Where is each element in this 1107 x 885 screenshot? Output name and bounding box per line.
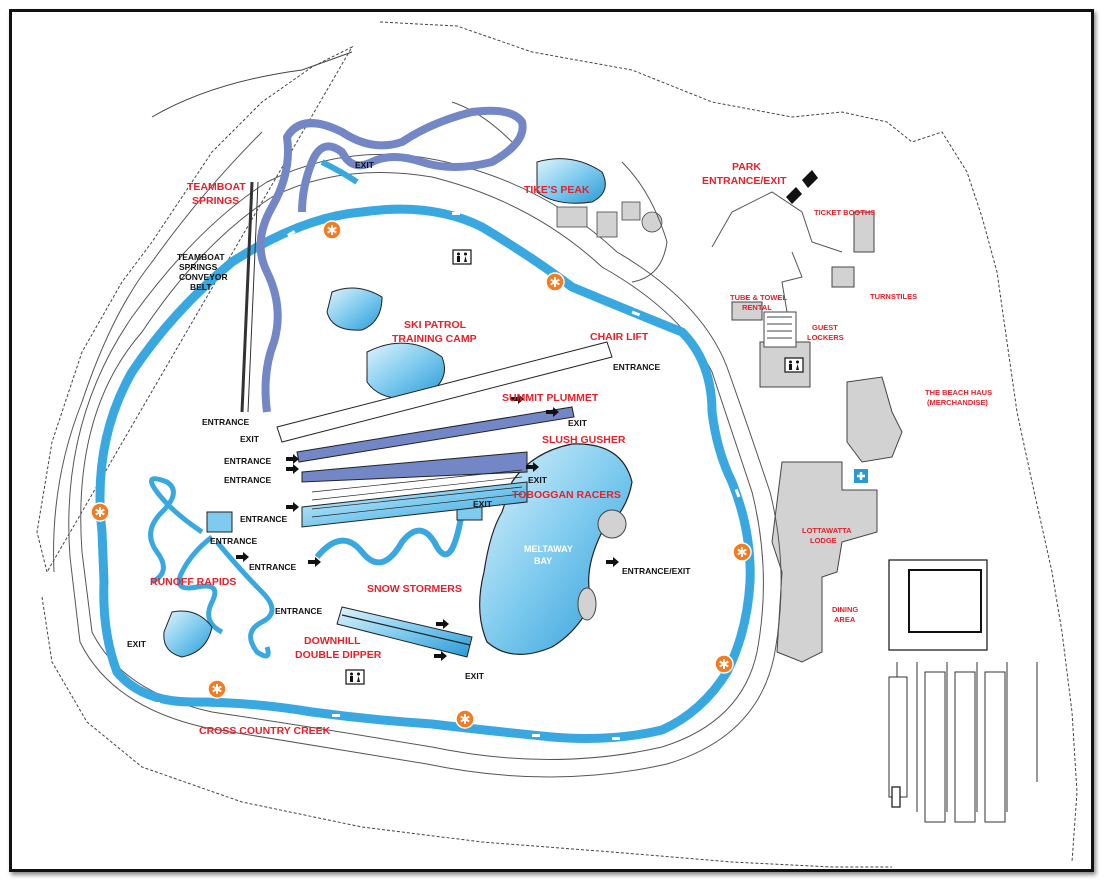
svg-text:EXIT: EXIT — [465, 671, 485, 681]
labels: TEAMBOAT SPRINGS TEAMBOAT SPRINGS CONVEY… — [150, 161, 992, 737]
ski-patrol-pool — [326, 287, 383, 331]
svg-text:ENTRANCE/EXIT: ENTRANCE/EXIT — [702, 175, 787, 187]
buildings — [731, 211, 903, 663]
park-map: TEAMBOAT SPRINGS TEAMBOAT SPRINGS CONVEY… — [36, 21, 1078, 868]
svg-text:RENTAL: RENTAL — [742, 303, 772, 312]
svg-text:EXIT: EXIT — [568, 418, 588, 428]
park-map-frame: TEAMBOAT SPRINGS TEAMBOAT SPRINGS CONVEY… — [9, 9, 1094, 872]
snow-stormers-label: SNOW STORMERS — [367, 583, 462, 595]
svg-text:LOCKERS: LOCKERS — [807, 333, 844, 342]
svg-text:CONVEYOR: CONVEYOR — [179, 272, 228, 282]
svg-text:SPRINGS: SPRINGS — [192, 195, 239, 207]
svg-text:ENTRANCE: ENTRANCE — [240, 514, 288, 524]
svg-text:ENTRANCE: ENTRANCE — [202, 417, 250, 427]
lottawatta-lodge-label: LOTTAWATTA — [802, 526, 852, 535]
toboggan-racers-label: TOBOGGAN RACERS — [512, 489, 621, 501]
svg-text:SPRINGS: SPRINGS — [179, 262, 218, 272]
svg-text:ENTRANCE: ENTRANCE — [275, 606, 323, 616]
svg-text:ENTRANCE/EXIT: ENTRANCE/EXIT — [622, 566, 691, 576]
svg-text:EXIT: EXIT — [355, 160, 375, 170]
cross-country-creek-label: CROSS COUNTRY CREEK — [199, 725, 331, 737]
runoff-rapids-slides — [148, 476, 275, 659]
turnstiles-label: TURNSTILES — [870, 292, 917, 301]
svg-text:ENTRANCE: ENTRANCE — [613, 362, 661, 372]
teamboat-springs-label: TEAMBOAT — [187, 181, 246, 193]
park-entrance-label: PARK — [732, 161, 761, 173]
dining-area-label: DINING — [832, 605, 858, 614]
summit-plummet-label: SUMMIT PLUMMET — [502, 392, 599, 404]
cross-country-creek — [95, 204, 755, 743]
slide-towers — [276, 341, 613, 658]
snow-stormers-slides — [314, 511, 465, 566]
parking-lot — [888, 559, 1038, 823]
tube-towel-label: TUBE & TOWEL — [730, 293, 787, 302]
walkways — [68, 153, 843, 778]
runoff-rapids-label: RUNOFF RAPIDS — [150, 576, 236, 588]
arrow-icon — [236, 170, 818, 661]
svg-text:ENTRANCE: ENTRANCE — [224, 475, 272, 485]
park-outline — [36, 21, 1078, 868]
svg-text:EXIT: EXIT — [127, 639, 147, 649]
ski-patrol-label: SKI PATROL — [404, 319, 467, 331]
guest-lockers-label: GUEST — [812, 323, 838, 332]
first-aid-icon — [854, 469, 868, 483]
svg-text:BELT: BELT — [190, 282, 212, 292]
svg-text:(MERCHANDISE): (MERCHANDISE) — [927, 398, 988, 407]
svg-text:ENTRANCE: ENTRANCE — [249, 562, 297, 572]
ticket-booths-label: TICKET BOOTHS — [814, 208, 875, 217]
beach-haus-label: THE BEACH HAUS — [925, 388, 992, 397]
svg-text:DOUBLE DIPPER: DOUBLE DIPPER — [295, 649, 382, 661]
tikes-peak-pool — [536, 158, 606, 204]
conveyor-belt-label: TEAMBOAT — [177, 252, 225, 262]
svg-text:LODGE: LODGE — [810, 536, 837, 545]
svg-text:EXIT: EXIT — [528, 475, 548, 485]
svg-text:TRAINING CAMP: TRAINING CAMP — [392, 333, 477, 345]
chair-lift-label: CHAIR LIFT — [590, 331, 649, 343]
meltaway-bay-label: MELTAWAY — [524, 544, 573, 554]
teamboat-springs — [256, 106, 527, 413]
slush-gusher-label: SLUSH GUSHER — [542, 434, 626, 446]
svg-text:EXIT: EXIT — [240, 434, 260, 444]
tikes-peak-label: TIKE'S PEAK — [524, 184, 590, 196]
svg-text:BAY: BAY — [534, 556, 552, 566]
downhill-double-dipper-label: DOWNHILL — [304, 635, 361, 647]
svg-text:ENTRANCE: ENTRANCE — [210, 536, 258, 546]
svg-text:EXIT: EXIT — [473, 499, 493, 509]
svg-text:AREA: AREA — [834, 615, 856, 624]
entrance-exit-signs: EXIT ENTRANCE ENTRANCE EXIT ENTRANCE ENT… — [127, 160, 691, 681]
svg-text:ENTRANCE: ENTRANCE — [224, 456, 272, 466]
